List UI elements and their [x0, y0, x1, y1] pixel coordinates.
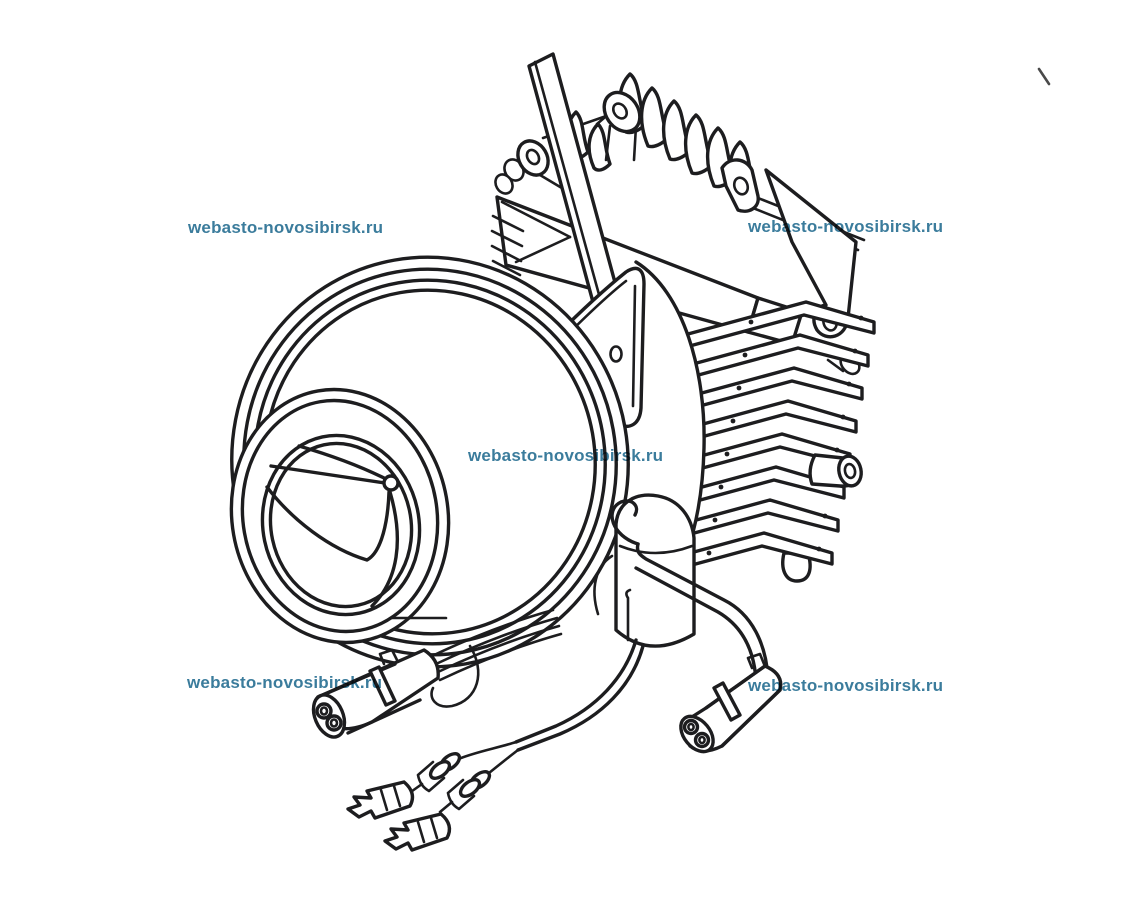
grommet	[406, 752, 462, 796]
fin-lug-left	[602, 90, 642, 134]
spade-terminal	[346, 780, 415, 820]
connector-right	[679, 652, 783, 754]
pin-socket	[315, 702, 333, 720]
side-boss	[808, 453, 863, 488]
grommet	[438, 770, 492, 814]
fin-stack-foot	[781, 551, 812, 583]
impeller	[260, 433, 448, 620]
fin-lug-right-hole	[732, 176, 750, 196]
motor-cylinder	[593, 493, 696, 648]
fin-rivets	[706, 315, 864, 556]
stray-mark	[1037, 67, 1051, 86]
top-cooling-fins	[565, 72, 760, 213]
watermark-text: webasto-novosibirsk.ru	[748, 217, 944, 236]
watermark-text: webasto-novosibirsk.ru	[748, 676, 944, 695]
pin-socket	[325, 714, 343, 732]
watermark-text: webasto-novosibirsk.ru	[468, 446, 664, 465]
impeller-hub	[382, 474, 400, 492]
small-lug	[516, 139, 550, 177]
fin-lug-right	[720, 158, 760, 213]
spade-terminals	[346, 780, 452, 852]
connector-collar	[368, 665, 397, 707]
wiring-harness	[406, 499, 770, 814]
pin-socket	[682, 718, 700, 736]
connector-left	[311, 648, 440, 739]
spade-terminal	[383, 812, 452, 852]
fin-lug-left-hole	[611, 102, 629, 120]
watermark-text: webasto-novosibirsk.ru	[187, 673, 383, 692]
connector-collar	[712, 681, 742, 722]
small-lug-hole	[525, 148, 541, 166]
watermark-text: webasto-novosibirsk.ru	[188, 218, 384, 237]
pin-socket	[693, 731, 711, 749]
flange-bolt-hole	[609, 345, 623, 363]
